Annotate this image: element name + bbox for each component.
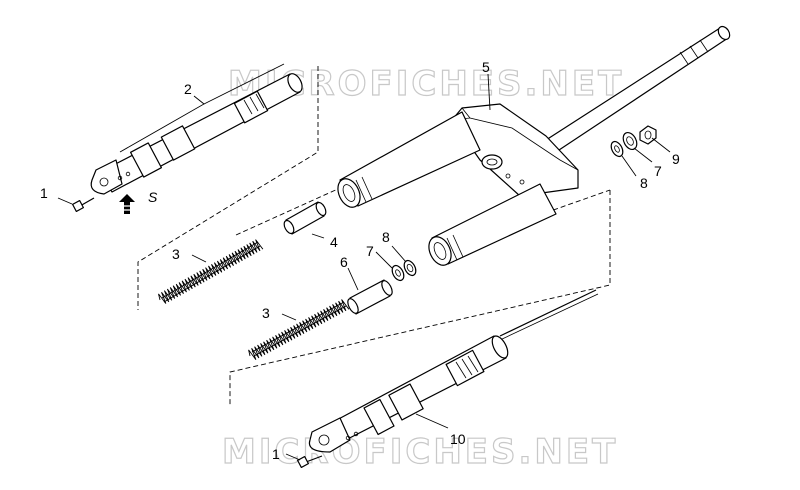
- callout-9: 9: [672, 151, 680, 167]
- callout-6: 6: [340, 254, 348, 270]
- part-1-bolt-top: [71, 197, 95, 213]
- tighten-symbol: S: [148, 189, 158, 205]
- assembly-frame-lower: [229, 190, 611, 405]
- callout-7-right: 7: [654, 163, 662, 179]
- callout-10: 10: [450, 431, 466, 447]
- part-8-washer-mid: [403, 259, 417, 277]
- watermark-top: MICROFICHES.NET: [228, 64, 624, 104]
- assembly-frame-upper-left: [137, 66, 319, 310]
- part-4-spacer-tube: [283, 201, 327, 235]
- part-9-nut: [639, 125, 657, 145]
- part-7-washer-right: [622, 131, 638, 151]
- part-6-spacer-tube: [347, 279, 393, 315]
- part-8-washer-right: [610, 140, 624, 158]
- callout-2: 2: [184, 81, 192, 97]
- part-3-spring-upper: [158, 239, 264, 304]
- part-3-spring-lower: [248, 299, 350, 360]
- callout-7-mid: 7: [366, 243, 374, 259]
- callout-1-top: 1: [40, 185, 48, 201]
- part-7-washer-mid: [391, 264, 405, 282]
- callout-3-top: 3: [172, 246, 180, 262]
- callout-5: 5: [482, 59, 490, 75]
- watermark-bottom: MICROFICHES.NET: [222, 432, 618, 472]
- callout-4: 4: [330, 234, 338, 250]
- callout-1-bottom: 1: [272, 446, 280, 462]
- tighten-arrow-icon: [118, 194, 136, 214]
- part-2-fork-leg-upper: [90, 73, 303, 195]
- axis-line-upper: [235, 187, 341, 236]
- part-5-fork-yoke: [337, 25, 731, 266]
- callout-3-bottom: 3: [262, 305, 270, 321]
- callout-8-right: 8: [640, 175, 648, 191]
- callout-8-mid: 8: [382, 229, 390, 245]
- part-1-bolt-bottom: [296, 455, 323, 469]
- part-10-fork-leg-lower: [308, 289, 599, 453]
- leader-lines: [57, 63, 671, 461]
